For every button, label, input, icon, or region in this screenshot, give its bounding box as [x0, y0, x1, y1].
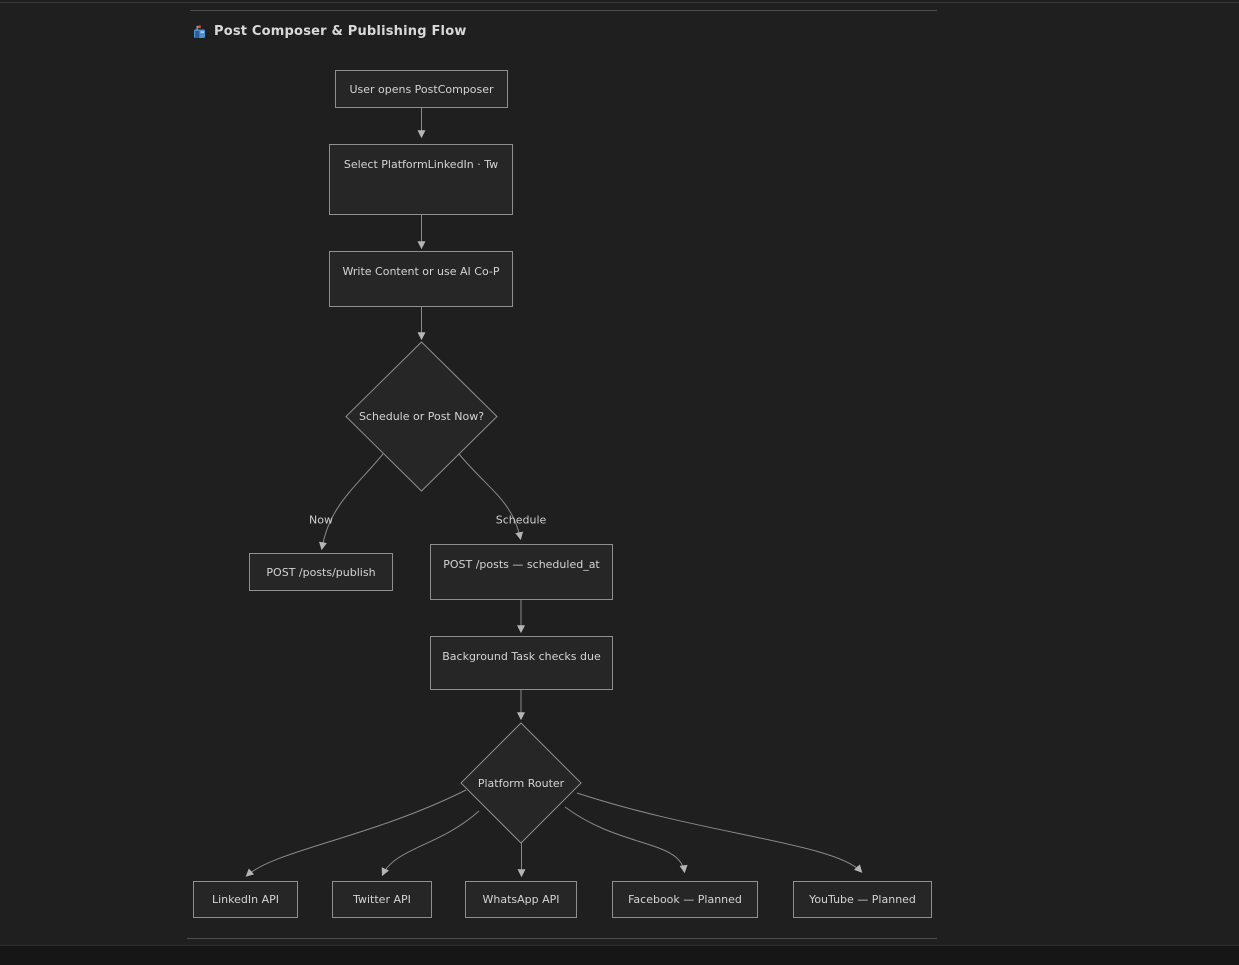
edge-label-now: Now — [309, 513, 333, 527]
node-select-platform: Select PlatformLinkedIn · Tw — [329, 144, 513, 215]
edge-router-to-twitter — [381, 810, 480, 877]
edge-router-to-youtube — [576, 792, 863, 873]
node-label: LinkedIn API — [212, 893, 279, 906]
edge-router-to-linkedin — [245, 789, 467, 877]
node-post-scheduled: POST /posts — scheduled_at — [430, 544, 613, 600]
node-label: Write Content or use AI Co-P — [342, 265, 500, 278]
node-label: User opens PostComposer — [349, 82, 494, 96]
decision-diamond-platform-router — [460, 722, 582, 844]
node-label: YouTube — Planned — [809, 893, 916, 906]
decision-diamond-schedule-or-now — [345, 341, 498, 492]
edge-decision-schedule — [458, 453, 524, 541]
horizontal-rule-top — [190, 10, 937, 11]
node-youtube-planned: YouTube — Planned — [793, 881, 932, 918]
node-twitter-api: Twitter API — [332, 881, 432, 918]
node-label: WhatsApp API — [482, 893, 560, 906]
node-linkedin-api: LinkedIn API — [193, 881, 298, 918]
node-user-opens-postcomposer: User opens PostComposer — [335, 70, 508, 108]
horizontal-rule-bottom — [187, 938, 937, 939]
edge-decision-now — [318, 453, 384, 551]
node-label: Facebook — Planned — [628, 893, 742, 906]
node-label: Background Task checks due — [442, 650, 601, 663]
bottom-panel-edge — [0, 945, 1239, 965]
node-label: Select PlatformLinkedIn · Tw — [343, 158, 499, 171]
node-label: Twitter API — [353, 893, 411, 906]
page-title: Post Composer & Publishing Flow — [214, 24, 467, 39]
node-post-publish: POST /posts/publish — [249, 553, 393, 591]
mailbox-icon — [194, 25, 205, 38]
node-label: POST /posts/publish — [266, 565, 376, 579]
top-divider — [0, 2, 1239, 3]
node-background-task: Background Task checks due — [430, 636, 613, 690]
node-facebook-planned: Facebook — Planned — [612, 881, 758, 918]
edge-router-to-facebook — [564, 806, 688, 874]
section-header: Post Composer & Publishing Flow — [193, 24, 467, 39]
node-whatsapp-api: WhatsApp API — [465, 881, 577, 918]
edge-label-schedule: Schedule — [495, 513, 547, 527]
node-write-content: Write Content or use AI Co-P — [329, 251, 513, 307]
node-label: POST /posts — scheduled_at — [443, 558, 600, 571]
